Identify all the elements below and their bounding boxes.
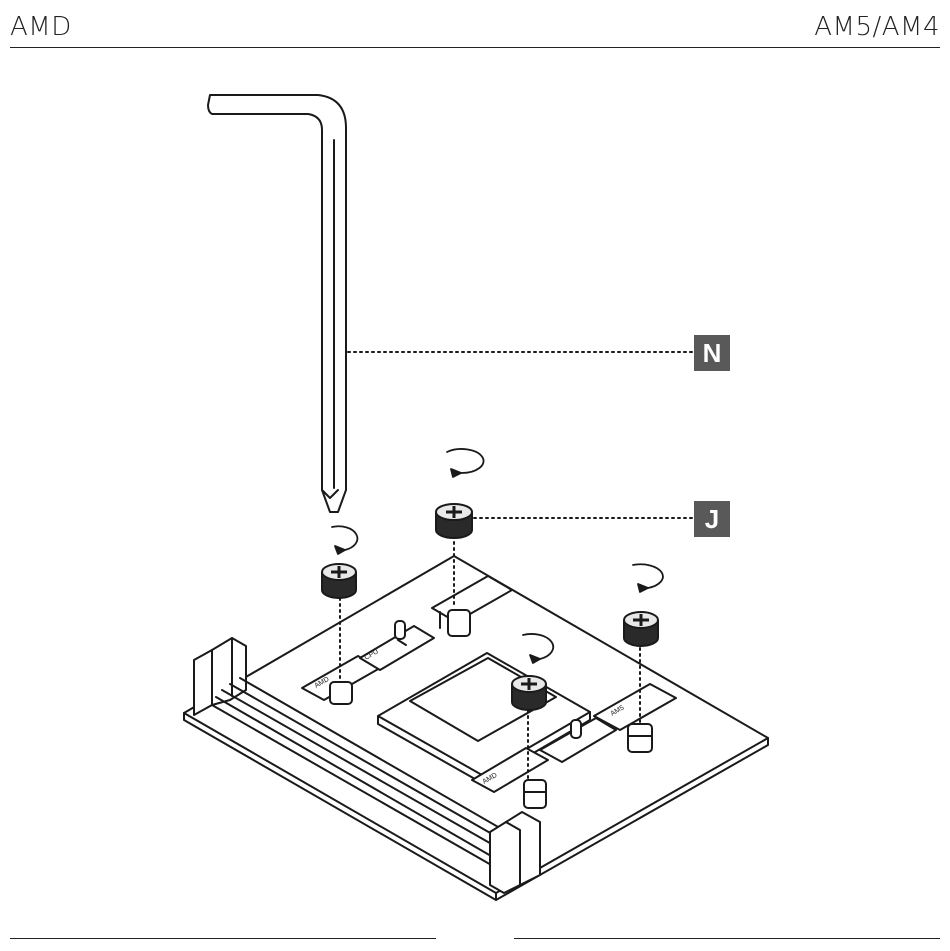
screw-right — [624, 612, 658, 646]
callout-n: N — [694, 335, 730, 371]
footer-rule-right — [514, 938, 940, 939]
footer-rule-left — [10, 938, 436, 939]
callout-j: J — [694, 501, 730, 537]
hex-key-tool — [208, 95, 346, 512]
screw-top — [436, 504, 472, 538]
screw-center — [512, 676, 546, 710]
screw-left — [322, 564, 356, 598]
